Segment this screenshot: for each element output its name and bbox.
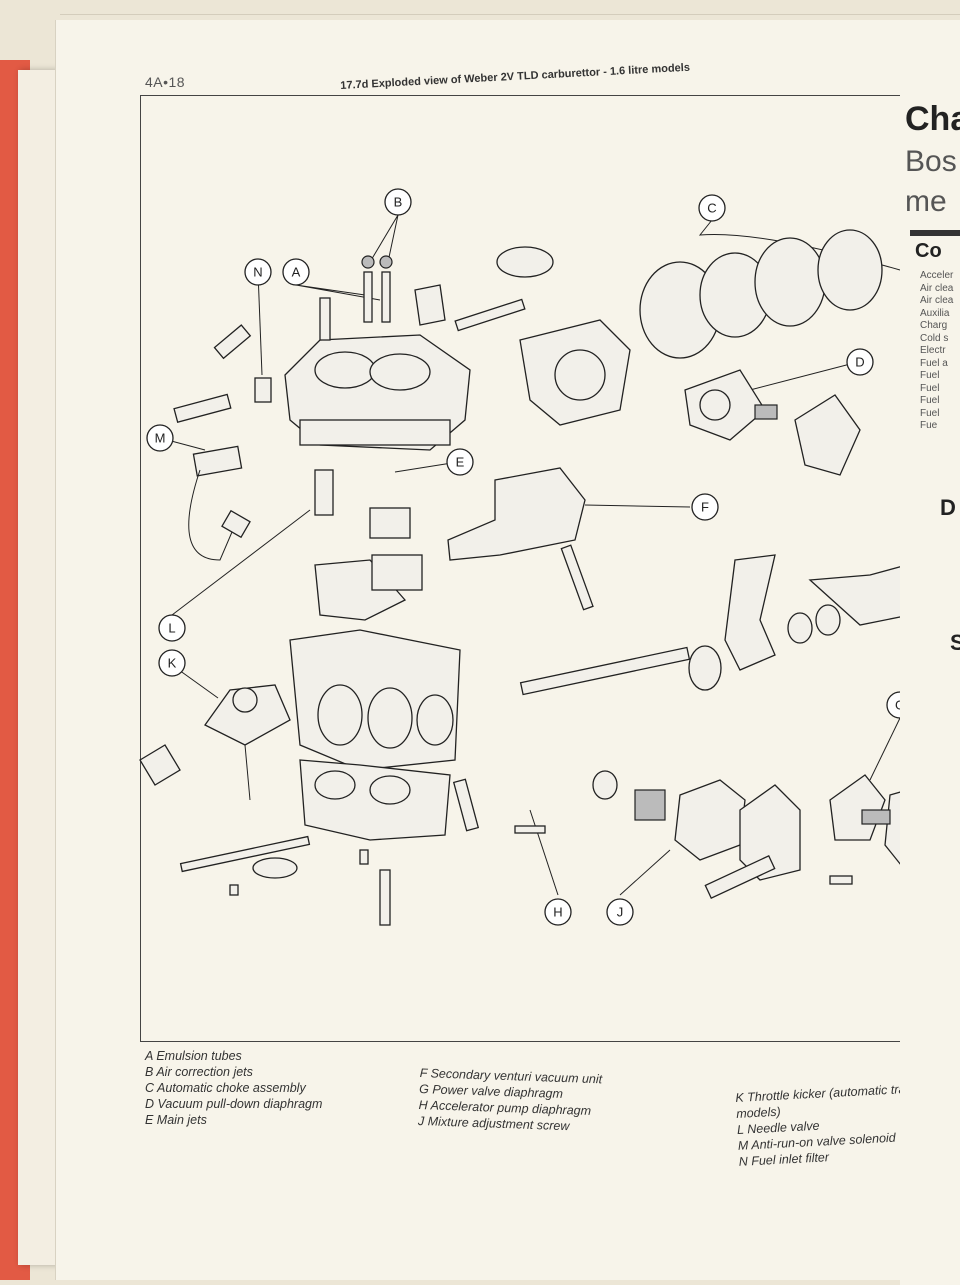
svg-text:E: E: [456, 455, 465, 470]
pulldown-diaphragm: [684, 369, 861, 476]
choke-assembly: [454, 229, 883, 426]
section-heading-3: S: [950, 630, 960, 655]
list-item: Auxilia: [920, 307, 950, 319]
list-item: Air clea: [920, 295, 954, 306]
bottom-screws: [229, 849, 853, 926]
page-stack-edge: [18, 70, 58, 1265]
callout-L: L: [158, 614, 186, 642]
list-item: Fuel: [920, 395, 940, 406]
contents-list: Acceler Air clea Air clea Auxilia Charg …: [920, 270, 953, 433]
accelerator-pump: [452, 770, 801, 899]
callout-F: F: [691, 493, 719, 521]
svg-text:F: F: [701, 500, 709, 515]
callout-K: K: [158, 649, 186, 677]
svg-text:K: K: [168, 656, 177, 671]
legend-item: D Vacuum pull-down diaphragm: [145, 1097, 323, 1111]
air-horn-cover: [284, 334, 471, 451]
book-page: [55, 20, 960, 1280]
list-item: Fuel: [920, 382, 940, 394]
throttle-kicker: [139, 684, 291, 801]
svg-text:J: J: [617, 905, 624, 920]
page-curl: [60, 14, 960, 1255]
legend-item: E Main jets: [145, 1113, 207, 1127]
adjacent-subtitle-2: me: [905, 185, 947, 218]
legend-column-2: F Secondary venturi vacuum unit G Power …: [418, 1065, 603, 1135]
emulsion-tubes: [319, 255, 446, 341]
svg-text:N: N: [253, 265, 262, 280]
callout-N: N: [244, 258, 272, 286]
section-heading: Co: [915, 240, 942, 262]
venturi-vacuum-unit: [447, 467, 594, 611]
svg-text:C: C: [707, 201, 716, 216]
list-item: Air clea: [920, 282, 954, 294]
leader-lines: [159, 214, 901, 896]
svg-text:B: B: [394, 195, 403, 210]
svg-text:D: D: [855, 355, 864, 370]
section-rule: [910, 230, 960, 236]
callout-H: J: [606, 898, 634, 926]
callout-C: C: [698, 194, 726, 222]
page-number: 4A•18: [145, 74, 186, 90]
figure-frame: [140, 95, 901, 1042]
callout-M: M: [146, 424, 174, 452]
section-heading-2: D: [940, 495, 956, 520]
adjacent-subtitle: Bos: [905, 145, 957, 178]
list-item: Fuel a: [920, 357, 948, 369]
throttle-shafts: [179, 554, 926, 879]
callout-J: H: [544, 898, 572, 926]
callout-B: B: [384, 188, 412, 216]
svg-text:H: H: [553, 905, 562, 920]
list-item: Charg: [920, 320, 948, 331]
legend-item: B Air correction jets: [145, 1065, 253, 1079]
legend-item: C Automatic choke assembly: [145, 1081, 306, 1095]
main-body: [289, 629, 461, 841]
svg-text:L: L: [168, 621, 175, 636]
adjacent-title: Cha: [905, 100, 960, 138]
legend-item: A Emulsion tubes: [145, 1049, 242, 1063]
list-item: Fuel: [920, 407, 940, 419]
svg-text:M: M: [155, 431, 166, 446]
float-and-gaskets: [314, 469, 423, 621]
list-item: Acceler: [920, 270, 954, 281]
list-item: Electr: [920, 345, 946, 356]
list-item: Cold s: [920, 332, 949, 344]
list-item: Fue: [920, 420, 938, 431]
callout-A: A: [282, 258, 310, 286]
list-item: Fuel: [920, 370, 940, 381]
fuel-inlet-parts: [173, 324, 272, 561]
legend-column-1: A Emulsion tubes B Air correction jets C…: [145, 1048, 322, 1128]
callout-E: E: [446, 448, 474, 476]
adjacent-page: Cha Bos me Co Acceler Air clea Air clea …: [900, 85, 960, 1285]
svg-text:A: A: [292, 265, 301, 280]
callout-D: D: [846, 348, 874, 376]
